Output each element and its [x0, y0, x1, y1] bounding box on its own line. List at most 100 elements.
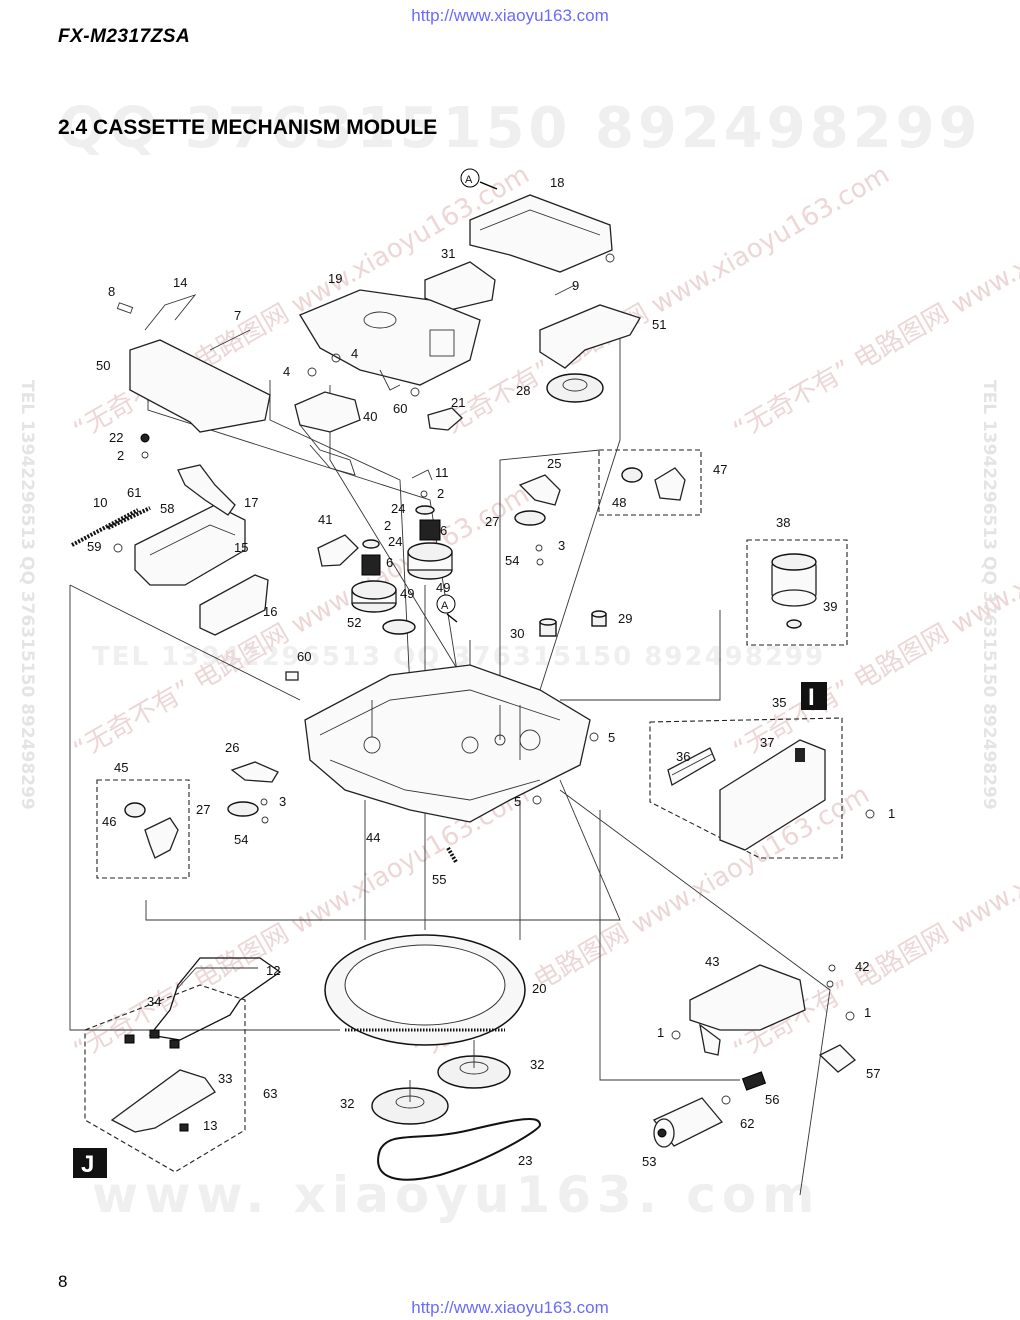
- label-31: 31: [441, 246, 455, 261]
- label-46: 46: [102, 814, 116, 829]
- part-27-gear-bottom: [227, 801, 259, 817]
- watermark-diag-5: “无奇不有” 电路图网 www.xiaoyu163.com: [729, 480, 1020, 766]
- part-38-motor: [771, 553, 817, 607]
- part-26-arm: [230, 761, 279, 783]
- part-50-plate: [116, 294, 271, 433]
- model-number: FX-M2317ZSA: [58, 26, 191, 47]
- part-48-roller: [621, 467, 643, 483]
- label-1-motor-left: 1: [657, 1025, 664, 1040]
- part-56-worm: [741, 1071, 767, 1091]
- part-41-bracket: [317, 534, 359, 567]
- part-15-slider: [134, 504, 246, 586]
- label-6-right: 6: [440, 523, 447, 538]
- part-22-washer: [140, 433, 150, 443]
- label-32-left: 32: [340, 1096, 354, 1111]
- part-33-switch-board: [110, 1069, 216, 1133]
- label-6-left: 6: [386, 555, 393, 570]
- part-24-gear-right: [415, 505, 435, 515]
- part-32-flywheel-left: [371, 1080, 449, 1125]
- label-26: 26: [225, 740, 239, 755]
- part-10-spring: [71, 508, 139, 547]
- watermark-left-side: TEL 13942296513 QQ 376315150 892498299: [17, 380, 37, 810]
- part-1-screw-motor-left: [671, 1030, 681, 1040]
- part-6-spring-right: [419, 519, 441, 541]
- label-54-top: 54: [505, 553, 519, 568]
- label-40: 40: [363, 409, 377, 424]
- svg-text:J: J: [81, 1151, 94, 1178]
- label-3-top: 3: [558, 538, 565, 553]
- label-58: 58: [160, 501, 174, 516]
- part-43-bracket: [689, 964, 806, 1031]
- part-25-arm: [518, 474, 561, 506]
- label-5-right: 5: [608, 730, 615, 745]
- part-21: [427, 407, 463, 431]
- label-62: 62: [740, 1116, 754, 1131]
- label-52: 52: [347, 615, 361, 630]
- label-25: 25: [547, 456, 561, 471]
- watermark-bottom-line: www. xiaoyu163. com: [92, 1166, 821, 1224]
- ref-a-marker-top: A: [460, 168, 498, 190]
- part-54-washer-top: [536, 558, 544, 566]
- part-12-flex-cable: [148, 957, 282, 1041]
- label-29: 29: [618, 611, 632, 626]
- label-57: 57: [866, 1066, 880, 1081]
- label-51: 51: [652, 317, 666, 332]
- label-50: 50: [96, 358, 110, 373]
- label-44: 44: [366, 830, 380, 845]
- part-63-group-box: [84, 984, 246, 1173]
- watermark-right-side: TEL 13942296513 QQ 376315150 892498299: [979, 380, 999, 810]
- label-24-right: 24: [391, 501, 405, 516]
- label-37: 37: [760, 735, 774, 750]
- part-34-switch-c: [169, 1039, 180, 1049]
- part-37-pcb: [719, 739, 826, 851]
- part-47-group-box: [598, 449, 702, 516]
- part-29-gear: [591, 610, 607, 627]
- label-23: 23: [518, 1153, 532, 1168]
- label-56: 56: [765, 1092, 779, 1107]
- part-32-flywheel-right: [437, 1040, 511, 1089]
- label-49-right: 49: [436, 580, 450, 595]
- part-45-group-box: [96, 779, 190, 879]
- label-35: 35: [772, 695, 786, 710]
- part-27-gear-top: [514, 510, 546, 526]
- part-43-arm: [699, 1023, 721, 1056]
- part-2-washer-center: [420, 490, 428, 498]
- part-5-screw-right: [589, 732, 599, 742]
- label-4-left: 4: [283, 364, 290, 379]
- part-17-arm: [177, 464, 236, 516]
- part-6-spring-left: [361, 554, 381, 576]
- watermark-top-numbers: QQ 376315150 892498299: [58, 96, 982, 161]
- label-42: 42: [855, 959, 869, 974]
- part-54-washer-bottom: [261, 816, 269, 824]
- part-60-top: [410, 387, 420, 397]
- label-11: 11: [435, 465, 449, 480]
- label-13: 13: [203, 1118, 217, 1133]
- label-38: 38: [776, 515, 790, 530]
- label-41: 41: [318, 512, 332, 527]
- ref-a-label-middle: A: [441, 600, 449, 612]
- part-61-spring: [107, 506, 151, 530]
- label-60-middle: 60: [297, 649, 311, 664]
- label-16: 16: [263, 604, 277, 619]
- svg-text:I: I: [808, 684, 815, 711]
- label-5-bottom: 5: [514, 794, 521, 809]
- label-48: 48: [612, 495, 626, 510]
- label-2-center: 2: [437, 486, 444, 501]
- bottom-url: http://www.xiaoyu163.com: [411, 1298, 609, 1317]
- label-1-pcb: 1: [888, 806, 895, 821]
- label-24-left: 24: [388, 534, 402, 549]
- label-1-motor-right: 1: [864, 1005, 871, 1020]
- label-15: 15: [234, 540, 248, 555]
- part-42-screw-a: [828, 964, 836, 972]
- part-24-gear-left: [362, 539, 380, 549]
- label-9: 9: [572, 278, 579, 293]
- label-4-right: 4: [351, 346, 358, 361]
- part-55-spring: [446, 847, 458, 863]
- part-3-screw-bottom: [260, 798, 268, 806]
- label-49-left: 49: [400, 586, 414, 601]
- label-12: 12: [266, 963, 280, 978]
- label-2-upper: 2: [384, 518, 391, 533]
- part-36-connector: [667, 747, 716, 786]
- part-34-switch-a: [124, 1034, 135, 1044]
- part-53-motor: [652, 1097, 724, 1148]
